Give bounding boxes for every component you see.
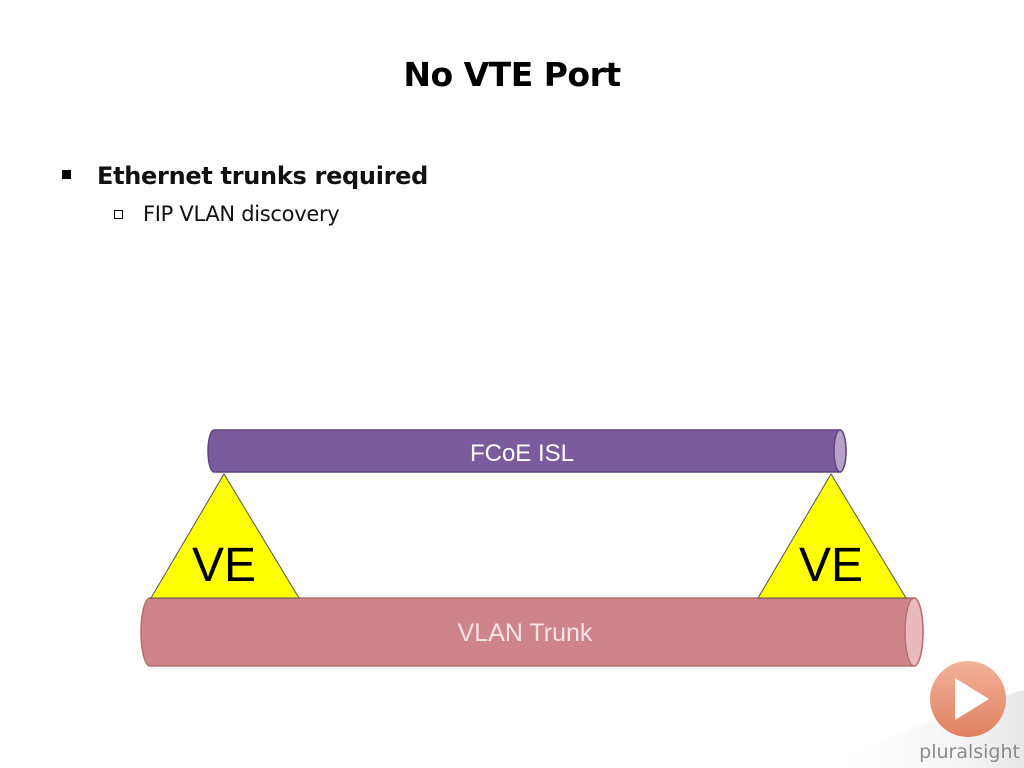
right-ve-label: VE <box>799 539 863 592</box>
bullet-item: Ethernet trunks required <box>62 162 428 190</box>
hollow-square-bullet-icon <box>114 209 123 219</box>
play-icon <box>955 678 989 720</box>
pluralsight-logo: pluralsight <box>820 661 1024 768</box>
square-bullet-icon <box>62 169 71 179</box>
left-ve-label: VE <box>192 539 256 592</box>
fcoe-isl-pipe: FCoE ISL <box>207 429 847 473</box>
right-ve-port: VE <box>757 473 907 599</box>
sub-bullet-text: FIP VLAN discovery <box>143 202 340 226</box>
vlan-trunk-label: VLAN Trunk <box>458 619 593 647</box>
left-ve-port: VE <box>150 473 300 599</box>
pluralsight-logo-text: pluralsight <box>919 741 1020 763</box>
vlan-trunk-pipe: VLAN Trunk <box>140 597 924 667</box>
sub-bullet-item: FIP VLAN discovery <box>114 202 340 226</box>
slide-title: No VTE Port <box>403 55 621 94</box>
bullet-text: Ethernet trunks required <box>97 162 429 190</box>
fcoe-isl-label: FCoE ISL <box>470 440 574 467</box>
